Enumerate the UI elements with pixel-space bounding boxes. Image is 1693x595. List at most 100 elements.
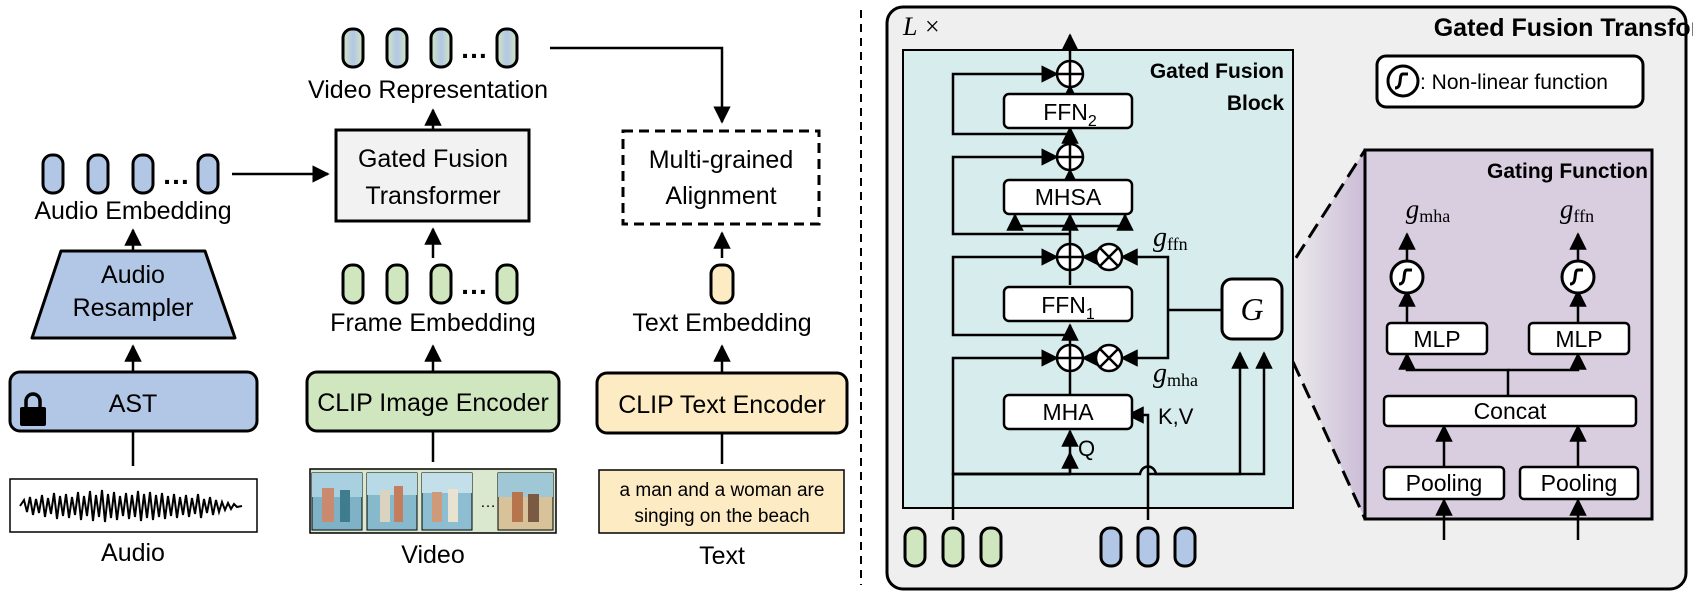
frame-token [979, 526, 1003, 568]
mha-box [1002, 393, 1134, 431]
add-node [1055, 343, 1085, 373]
frame-token [385, 263, 409, 305]
mlp-left-label: MLP [1413, 326, 1460, 352]
concat-label: Concat [1474, 398, 1547, 424]
add-node [1055, 142, 1085, 172]
block-label-line1: Gated Fusion [1150, 60, 1284, 83]
audio-token [1136, 526, 1160, 568]
mlp-left-box [1385, 321, 1489, 356]
video-representation-label: Video Representation [308, 76, 548, 104]
representation-token [429, 27, 453, 69]
block-label-line2: Block [1227, 92, 1285, 115]
representation-token-ellipsis: … [460, 33, 488, 64]
representation-token [385, 27, 409, 69]
audio-resampler-line2: Resampler [73, 294, 194, 322]
audio-resampler-box [30, 249, 237, 340]
frame-token [341, 263, 365, 305]
ffn1-box [1002, 285, 1134, 323]
gating-g-label: G [1240, 291, 1263, 327]
mha-label: MHA [1042, 399, 1094, 425]
repeat-L: L [902, 12, 917, 41]
block-flow-lines [951, 33, 1273, 520]
video-frames-ellipsis: … [480, 494, 496, 511]
text-input-line2: singing on the beach [634, 506, 809, 527]
audio-embedding-label: Audio Embedding [34, 197, 231, 225]
zoom-shade [1283, 150, 1365, 519]
clip-image-encoder-label: CLIP Image Encoder [317, 389, 549, 417]
video-frames: … [309, 468, 557, 534]
mlp-right-box [1527, 321, 1631, 356]
legend-box [1375, 54, 1645, 109]
frame-embedding-tokens: … [341, 263, 519, 305]
zoom-line-bottom [1281, 339, 1367, 520]
multiply-node [1094, 343, 1124, 373]
clip-text-encoder-label: CLIP Text Encoder [618, 391, 826, 419]
g-mha-label: gmha [1153, 358, 1198, 390]
add-node [1055, 59, 1085, 89]
gating-g-box [1220, 277, 1284, 341]
lock-icon [20, 392, 46, 426]
gating-function-title: Gating Function [1487, 160, 1648, 183]
zoom-line-top [1281, 149, 1367, 279]
text-input-label: Text [699, 542, 745, 570]
g-ffn-label: gffn [1153, 222, 1188, 254]
nonlinear-icon [1560, 259, 1596, 295]
gated-fusion-transformer-box [334, 128, 531, 223]
representation-token [341, 27, 365, 69]
mhsa-box [1002, 178, 1134, 216]
nonlinear-icon [1389, 259, 1425, 295]
gated-fusion-transformer-line1: Gated Fusion [358, 145, 508, 173]
gated-fusion-transformer-line2: Transformer [365, 182, 500, 210]
video-representation-tokens: … [341, 27, 519, 69]
representation-token [495, 27, 519, 69]
audio-token [86, 153, 110, 195]
concat-box [1382, 394, 1638, 428]
alignment-line1: Multi-grained [649, 146, 794, 174]
multiply-node [1094, 242, 1124, 272]
audio-token [1099, 526, 1123, 568]
audio-token [196, 153, 220, 195]
q-label: Q [1078, 436, 1095, 461]
fusion-input-tokens [903, 526, 1197, 568]
ffn1-label: FFN1 [1041, 292, 1095, 323]
audio-input-label: Audio [101, 539, 165, 567]
audio-token-ellipsis: … [162, 159, 190, 190]
kv-label: K,V [1158, 404, 1194, 429]
pooling-right-label: Pooling [1541, 470, 1618, 496]
nonlinear-legend-icon [1386, 64, 1420, 98]
multi-grained-alignment-box [621, 129, 821, 226]
text-token [709, 263, 735, 305]
pooling-right-box [1518, 465, 1640, 501]
audio-token [41, 153, 65, 195]
audio-resampler-line1: Audio [101, 261, 165, 289]
mhsa-label: MHSA [1035, 184, 1102, 210]
repeat-times: × [925, 12, 940, 41]
text-embedding-label: Text Embedding [632, 309, 811, 337]
text-input-box [598, 469, 845, 534]
video-input-label: Video [401, 541, 465, 569]
gating-g-mha-label: gmha [1406, 194, 1451, 226]
alignment-line2: Alignment [665, 182, 776, 210]
frame-embedding-label: Frame Embedding [330, 309, 536, 337]
frame-token [495, 263, 519, 305]
frame-token [941, 526, 965, 568]
mlp-right-label: MLP [1555, 326, 1602, 352]
audio-waveform [19, 489, 243, 523]
frame-token [903, 526, 927, 568]
frame-token-ellipsis: … [460, 269, 488, 300]
audio-token [1173, 526, 1197, 568]
legend-text: : Non-linear function [1420, 71, 1608, 94]
pooling-left-box [1382, 465, 1506, 501]
gating-flow-lines [1398, 232, 1587, 540]
audio-embedding-tokens: … [41, 153, 220, 195]
audio-token [131, 153, 155, 195]
gating-g-ffn-label: gffn [1560, 194, 1594, 226]
gft-panel-title: Gated Fusion Transformer [1434, 14, 1693, 42]
ffn2-label: FFN2 [1043, 99, 1097, 130]
ffn2-box [1002, 92, 1134, 130]
pooling-left-label: Pooling [1406, 470, 1483, 496]
arrow-representation-to-alignment [550, 46, 731, 124]
frame-token [429, 263, 453, 305]
